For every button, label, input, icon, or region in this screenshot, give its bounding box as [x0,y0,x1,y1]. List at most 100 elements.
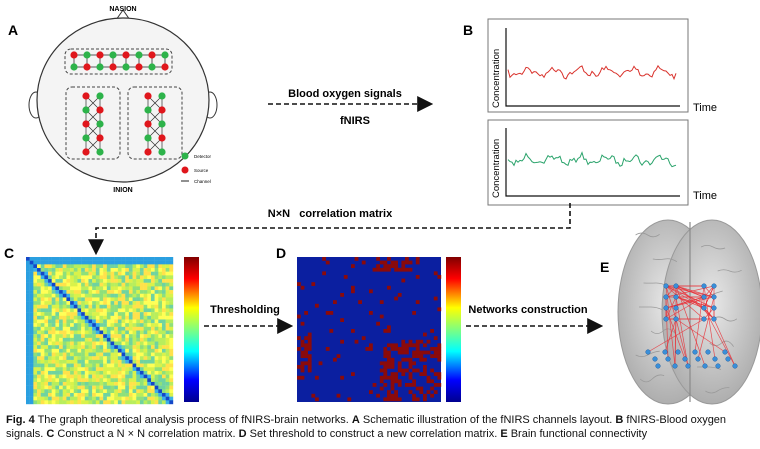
matrix-cell [117,282,122,287]
concentration-label-bottom: Concentration [491,139,502,198]
matrix-cell [114,359,119,364]
threshold-cell [376,267,380,272]
matrix-cell [48,286,52,291]
matrix-cell [165,334,170,339]
matrix-cell [139,341,144,346]
threshold-cell [387,361,391,366]
matrix-cell [136,341,141,346]
matrix-cell [66,330,71,335]
matrix-cell [44,260,49,265]
matrix-cell [125,304,130,309]
matrix-cell [128,301,133,305]
matrix-cell [51,319,56,324]
network-edge [675,285,715,298]
matrix-cell [114,264,119,269]
matrix-cell [99,385,104,390]
matrix-cell [128,392,133,397]
matrix-cell [114,352,119,357]
matrix-cell [132,290,137,294]
matrix-cell [51,356,56,361]
matrix-cell [143,385,148,390]
matrix-cell [73,345,78,350]
matrix-cell [132,312,137,317]
network-node [652,356,658,362]
matrix-cell [55,392,60,397]
threshold-cell [423,350,427,355]
matrix-cell [139,378,144,383]
matrix-cell [165,385,170,390]
matrix-cell [110,381,115,386]
matrix-cell [37,279,41,283]
matrix-cell [110,352,115,357]
matrix-cell [95,337,100,342]
matrix-cell [169,389,174,394]
matrix-cell [84,345,89,350]
matrix-cell [143,312,148,317]
matrix-cell [77,356,82,361]
network-node [701,294,707,300]
matrix-cell [59,385,63,390]
detector-icon [82,106,90,114]
matrix-cell [73,286,78,291]
matrix-cell [158,378,163,383]
matrix-cell [136,334,141,339]
threshold-cell [397,350,402,355]
matrix-cell [154,400,159,405]
matrix-cell [161,271,166,276]
matrix-cell [73,330,78,335]
matrix-cell [70,396,74,401]
matrix-cell [136,308,141,313]
matrix-cell [147,356,152,361]
matrix-cell [51,271,56,276]
matrix-cell [165,378,170,383]
matrix-cell [88,385,93,390]
matrix-cell [150,352,155,357]
network-node [725,356,731,362]
matrix-cell [48,297,52,302]
matrix-cell [103,356,108,361]
matrix-cell [26,330,30,335]
matrix-cell [121,400,126,405]
threshold-cell [387,350,391,355]
threshold-cell [333,300,337,304]
threshold-cell [351,285,355,290]
matrix-cell [110,385,115,390]
matrix-cell [154,275,159,280]
matrix-cell [103,312,108,317]
matrix-cell [33,268,38,272]
threshold-cell [408,357,413,362]
matrix-cell [161,385,166,390]
threshold-cell [376,393,380,398]
matrix-cell [33,345,38,350]
matrix-cell [37,301,41,305]
matrix-cell [143,260,148,265]
matrix-cell [95,293,100,298]
threshold-cell [365,347,370,351]
network-node [673,294,679,300]
caption-part-b: fNIRS-Blood oxygen signals. [6,414,727,440]
matrix-cell [154,396,159,401]
matrix-cell [48,370,52,375]
matrix-cell [26,374,30,379]
matrix-cell [103,260,108,265]
matrix-cell [62,389,67,394]
matrix-cell [121,378,126,383]
matrix-cell [143,348,148,353]
matrix-cell [84,392,89,397]
matrix-cell [84,396,89,401]
matrix-cell [26,257,30,261]
matrix-cell [81,396,86,401]
matrix-cell [128,279,133,283]
matrix-cell [73,392,78,397]
matrix-cell [128,326,133,331]
matrix-cell [158,323,163,328]
threshold-cell [307,347,312,351]
matrix-cell [136,385,141,390]
threshold-cell [383,347,388,351]
detector-icon [158,92,166,100]
matrix-cell [154,268,159,272]
matrix-cell [92,341,97,346]
matrix-cell [55,348,60,353]
matrix-cell [88,301,93,305]
matrix-cell [169,304,174,309]
